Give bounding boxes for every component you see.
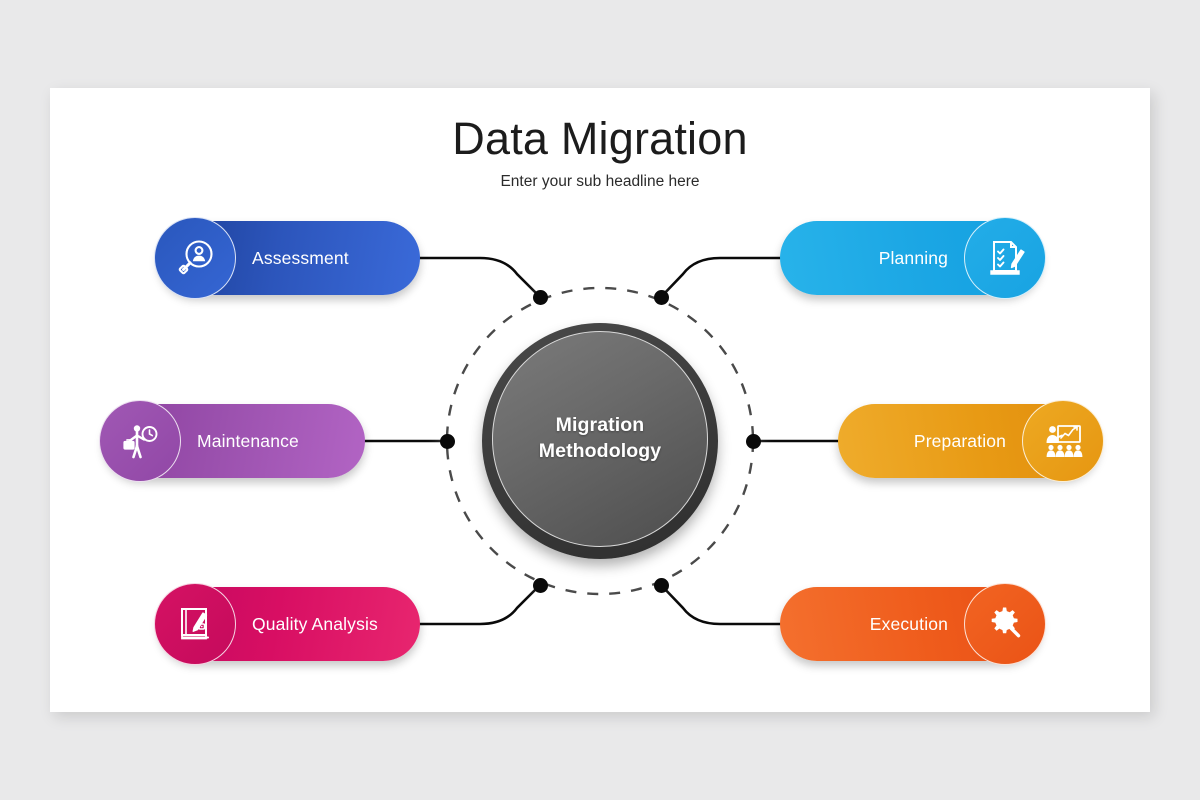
node-maintenance-label: Maintenance	[197, 430, 299, 451]
ring-dot-top-left	[532, 289, 548, 305]
ring-dot-left	[439, 433, 455, 449]
node-preparation-label: Preparation	[913, 430, 1006, 451]
notebook-pen-icon	[154, 583, 236, 665]
center-hub: Migration Methodology	[468, 309, 732, 573]
technician-clock-icon	[99, 400, 181, 482]
gear-magnifier-icon	[964, 583, 1046, 665]
hub-label: Migration Methodology	[539, 413, 661, 465]
clipboard-checklist-pen-icon	[964, 217, 1046, 299]
node-planning[interactable]: Planning	[780, 217, 1046, 299]
magnifier-person-icon	[154, 217, 236, 299]
node-quality[interactable]: Quality Analysis	[154, 583, 420, 665]
ring-dot-top-right	[653, 289, 669, 305]
node-preparation[interactable]: Preparation	[838, 400, 1104, 482]
node-assessment[interactable]: Assessment	[154, 217, 420, 299]
hub-inner-circle: Migration Methodology	[492, 331, 708, 547]
ring-dot-bottom-left	[532, 577, 548, 593]
page-title: Data Migration	[452, 113, 748, 164]
hub-label-line1: Migration	[555, 414, 645, 437]
ring-dot-right	[745, 433, 761, 449]
presentation-training-icon	[1022, 400, 1104, 482]
node-execution[interactable]: Execution	[780, 583, 1046, 665]
node-assessment-label: Assessment	[252, 247, 349, 268]
page-subtitle: Enter your sub headline here	[500, 173, 700, 190]
node-execution-label: Execution	[869, 613, 948, 634]
hub-outer-ring: Migration Methodology	[482, 323, 718, 559]
node-planning-label: Planning	[878, 247, 948, 268]
hub-label-line2: Methodology	[538, 440, 662, 462]
ring-dot-bottom-right	[653, 577, 669, 593]
node-quality-label: Quality Analysis	[252, 613, 378, 634]
node-maintenance[interactable]: Maintenance	[99, 400, 365, 482]
